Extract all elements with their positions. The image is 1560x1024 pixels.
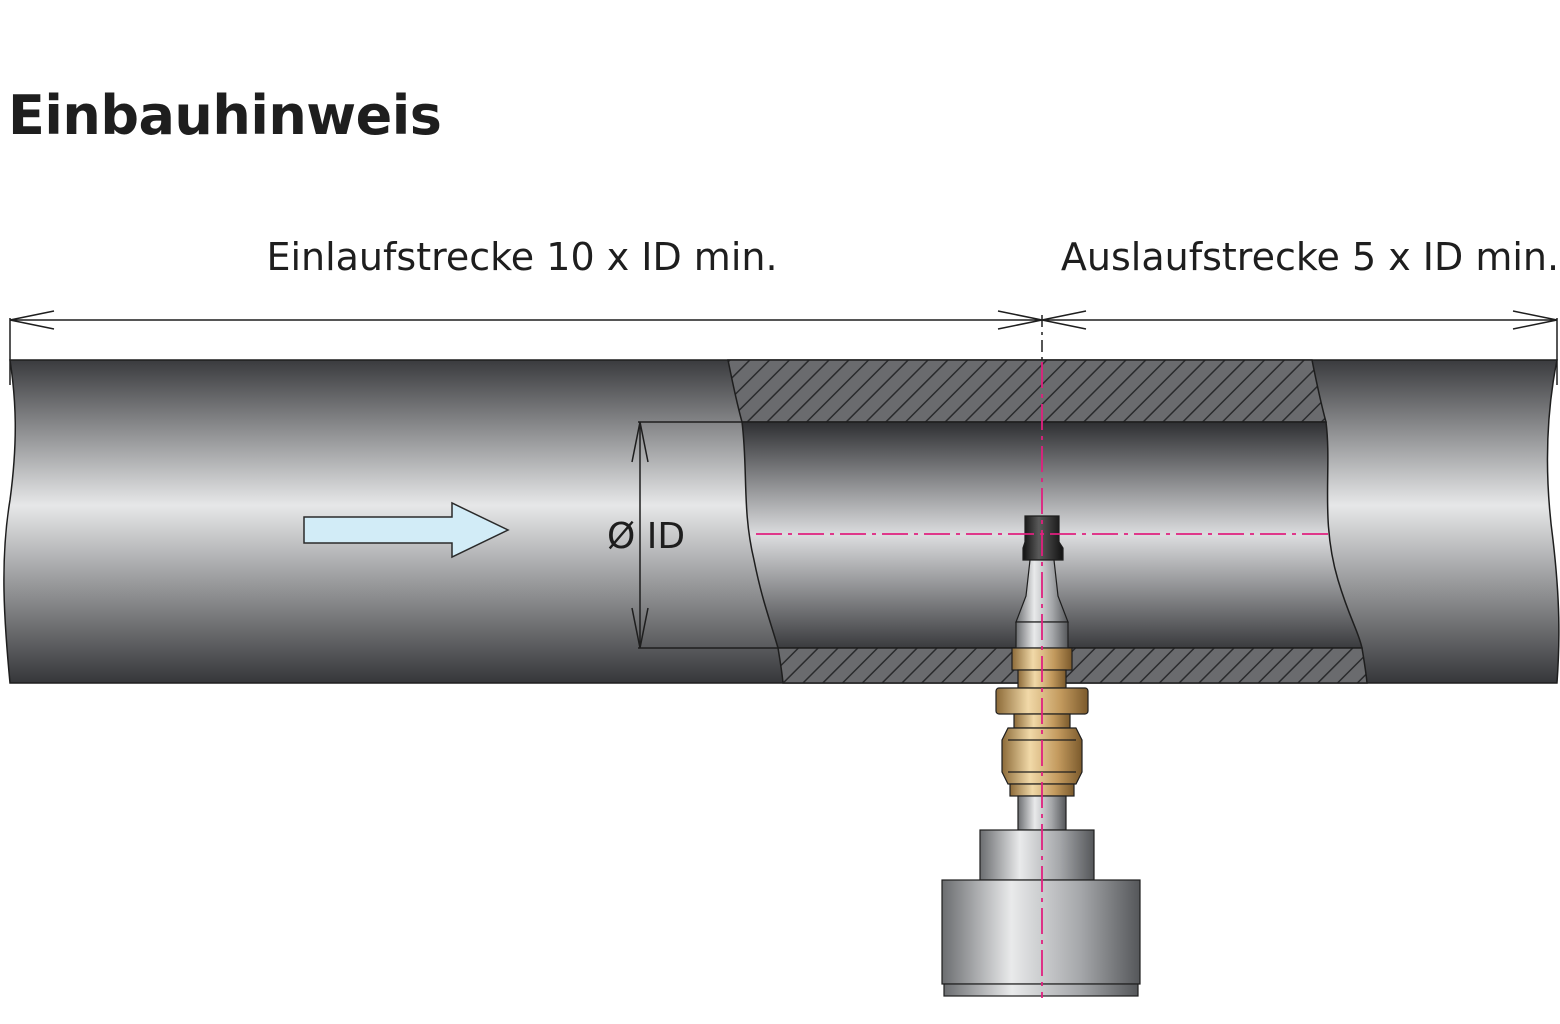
inlet-length-label: Einlaufstrecke 10 x ID min. xyxy=(266,235,777,279)
arrow-right-icon xyxy=(303,501,510,559)
diameter-label: Ø ID xyxy=(607,516,685,557)
flow-sensor-icon xyxy=(941,515,1141,997)
diameter-dimension xyxy=(631,421,778,649)
length-dimension-lines xyxy=(9,310,1558,385)
page-title: Einbauhinweis xyxy=(8,84,442,147)
outlet-length-label: Auslaufstrecke 5 x ID min. xyxy=(1061,235,1559,279)
pipe-wall-top-section xyxy=(727,359,1327,423)
centerlines xyxy=(756,362,1330,998)
